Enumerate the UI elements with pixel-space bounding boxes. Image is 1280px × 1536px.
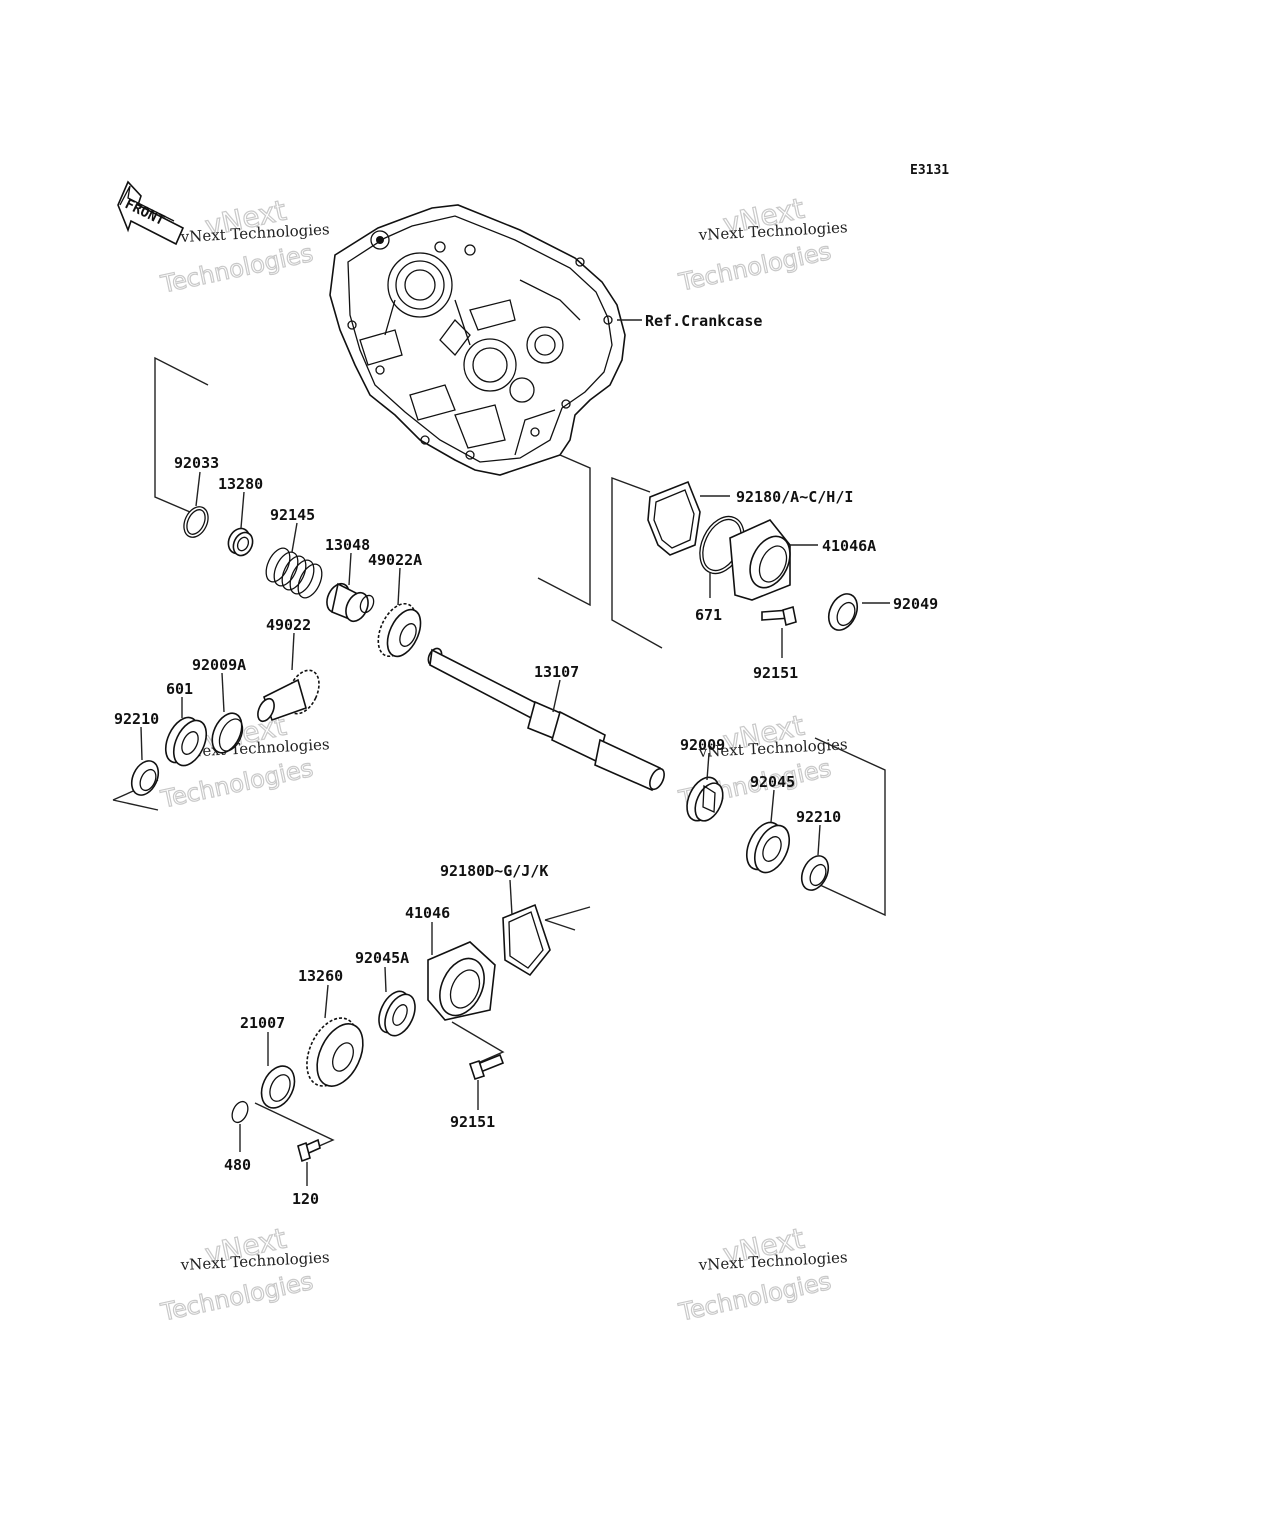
seal-92009 [686,776,724,822]
watermark: vNext Technologies vNext Technologies [157,193,330,299]
seal-92049 [827,593,859,631]
seal-92210-left [130,760,160,796]
part-label-92045: 92045 [750,773,795,791]
part-labels: 92033 13280 92145 13048 49022A 49022 920… [114,454,938,1208]
watermark: vNext Technologies vNext Technologies [157,1221,330,1327]
part-label-41046a: 41046A [822,537,876,555]
bolt-120 [297,1138,321,1163]
ref-crankcase-label: Ref.Crankcase [645,312,762,330]
bushing-13280 [227,527,254,557]
bearing-92045a [378,990,416,1037]
shaft-13107 [427,647,665,792]
seal-92009a [211,712,244,754]
part-label-92180d: 92180D~G/J/K [440,862,548,880]
watermark: vNext Technologies vNext Technologies [675,191,848,297]
plate-21007 [260,1065,296,1109]
diagram-code: E3131 [910,163,949,178]
housing-41046a [729,519,791,601]
part-label-92145: 92145 [270,506,315,524]
part-label-92009a: 92009A [192,656,246,674]
circlip-480 [231,1100,249,1124]
gasket-92180d [502,903,551,977]
shifter-13048 [326,582,375,623]
part-label-13280: 13280 [218,475,263,493]
part-label-92210-left: 92210 [114,710,159,728]
bolt-92151-upper [761,605,797,627]
gasket-92180 [647,480,701,556]
part-label-92151-upper: 92151 [753,664,798,682]
crankcase-drawing [329,204,626,476]
part-label-92009: 92009 [680,736,725,754]
front-arrow-icon: FRONT [117,180,185,246]
leader-lines [140,471,890,1186]
bolt-92151-lower [468,1053,505,1081]
part-label-92049: 92049 [893,595,938,613]
circlip-92033 [183,506,209,538]
bearing-601 [164,716,208,767]
part-label-13107: 13107 [534,663,579,681]
gear-49022a [377,602,422,658]
part-label-92033: 92033 [174,454,219,472]
housing-41046 [427,941,496,1021]
part-label-92151-lower: 92151 [450,1113,495,1131]
watermark-stroke-large: Technologies [158,239,316,299]
watermark-stroke-large: Technologies [676,1267,834,1327]
seal-92210-right [800,855,830,891]
gear-13260 [306,1017,364,1087]
watermark-stroke-large: Technologies [158,1267,316,1327]
part-label-13048: 13048 [325,536,370,554]
part-label-21007: 21007 [240,1014,285,1032]
part-label-120: 120 [292,1190,319,1208]
part-label-480: 480 [224,1156,251,1174]
part-label-49022: 49022 [266,616,311,634]
watermark-stroke-large: Technologies [676,237,834,297]
bearing-92045 [745,821,791,874]
watermark: vNext Technologies vNext Technologies [675,1221,848,1327]
part-label-671: 671 [695,606,722,624]
spring-92145 [265,547,323,599]
part-label-92045a: 92045A [355,949,409,967]
gear-49022 [257,669,320,723]
part-label-92210-right: 92210 [796,808,841,826]
part-label-13260: 13260 [298,967,343,985]
part-label-49022a: 49022A [368,551,422,569]
part-label-92180: 92180/A~C/H/I [736,488,853,506]
part-label-601: 601 [166,680,193,698]
part-label-41046: 41046 [405,904,450,922]
